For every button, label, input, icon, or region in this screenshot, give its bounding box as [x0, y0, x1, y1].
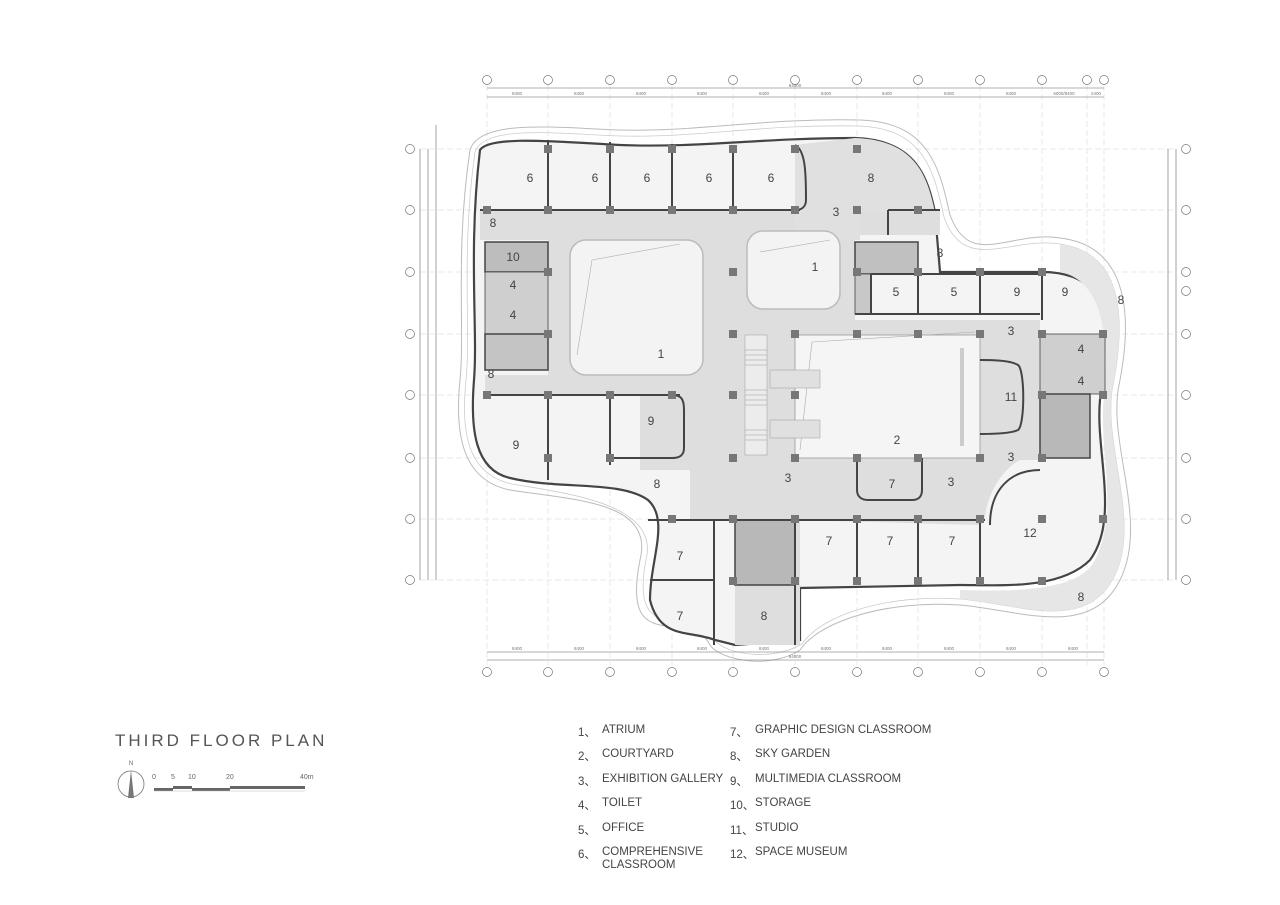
svg-text:7: 7 — [677, 549, 684, 563]
svg-text:8400: 8400 — [759, 646, 770, 651]
svg-text:8400: 8400 — [574, 91, 585, 96]
service-cores — [484, 241, 1106, 586]
legend-right-column: 7、GRAPHIC DESIGN CLASSROOM 8、SKY GARDEN … — [730, 724, 931, 870]
svg-text:4: 4 — [510, 308, 517, 322]
svg-text:8400: 8400 — [574, 646, 585, 651]
svg-text:9: 9 — [1014, 285, 1021, 299]
dimension-text: 8400 8400 8400 8400 8400 8400 8400 8400 … — [512, 83, 1102, 659]
scale-bar: 0 5 10 20 40m — [150, 774, 315, 794]
svg-text:6: 6 — [527, 171, 534, 185]
svg-text:4: 4 — [1078, 342, 1085, 356]
svg-text:8400: 8400 — [944, 646, 955, 651]
svg-text:8400: 8400 — [512, 646, 523, 651]
legend-item: 12、SPACE MUSEUM — [730, 845, 848, 861]
svg-text:3: 3 — [785, 471, 792, 485]
svg-text:1: 1 — [812, 260, 819, 274]
legend-item: 5、OFFICE — [578, 821, 645, 837]
svg-text:8: 8 — [937, 246, 944, 260]
legend-item: 4、TOILET — [578, 797, 643, 813]
legend-item: 11、STUDIO — [730, 821, 799, 837]
svg-text:84000: 84000 — [789, 654, 802, 659]
svg-text:6: 6 — [768, 171, 775, 185]
svg-text:8: 8 — [1078, 590, 1085, 604]
svg-text:8400: 8400 — [512, 91, 523, 96]
svg-text:12: 12 — [1023, 526, 1037, 540]
svg-text:8: 8 — [654, 477, 661, 491]
svg-text:6000/8400: 6000/8400 — [1053, 91, 1075, 96]
columns — [483, 145, 1107, 585]
svg-text:8400: 8400 — [1006, 91, 1017, 96]
svg-text:8: 8 — [868, 171, 875, 185]
room-labels: 6 6 6 6 6 8 3 8 10 4 4 8 1 1 8 5 5 9 9 8… — [488, 171, 1125, 623]
legend-item: 9、MULTIMEDIA CLASSROOM — [730, 772, 902, 788]
legend-item: 1、ATRIUM — [578, 724, 646, 739]
legend-item: 10、STORAGE — [730, 797, 812, 813]
drawing-title: THIRD FLOOR PLAN — [115, 731, 328, 750]
svg-text:10: 10 — [506, 250, 520, 264]
legend-item: 8、SKY GARDEN — [730, 748, 831, 764]
svg-text:8400: 8400 — [1006, 646, 1017, 651]
svg-text:8: 8 — [761, 609, 768, 623]
central-stair — [744, 334, 768, 456]
svg-text:3: 3 — [1008, 324, 1015, 338]
svg-text:7: 7 — [887, 534, 894, 548]
svg-text:3: 3 — [948, 475, 955, 489]
svg-text:4: 4 — [1078, 374, 1085, 388]
svg-text:9: 9 — [513, 438, 520, 452]
svg-text:4: 4 — [510, 278, 517, 292]
svg-text:8400: 8400 — [697, 646, 708, 651]
svg-text:8400: 8400 — [882, 91, 893, 96]
svg-text:5: 5 — [893, 285, 900, 299]
svg-text:8400: 8400 — [1068, 646, 1079, 651]
svg-text:3: 3 — [1008, 450, 1015, 464]
svg-text:11: 11 — [1005, 390, 1018, 404]
svg-text:6: 6 — [706, 171, 713, 185]
legend-item: 6、COMPREHENSIVE CLASSROOM — [578, 845, 703, 871]
svg-text:5: 5 — [951, 285, 958, 299]
svg-text:8: 8 — [490, 216, 497, 230]
svg-text:1: 1 — [658, 347, 665, 361]
svg-text:7: 7 — [949, 534, 956, 548]
svg-text:7: 7 — [826, 534, 833, 548]
svg-text:8400: 8400 — [821, 91, 832, 96]
svg-text:2400: 2400 — [1091, 91, 1102, 96]
svg-text:8400: 8400 — [636, 91, 647, 96]
legend-left-column: 1、ATRIUM 2、COURTYARD 3、EXHIBITION GALLER… — [578, 724, 724, 871]
legend-item: 7、GRAPHIC DESIGN CLASSROOM — [730, 724, 932, 739]
legend-item: 2、COURTYARD — [578, 748, 674, 764]
svg-text:8400: 8400 — [697, 91, 708, 96]
svg-text:N: N — [129, 761, 133, 767]
atriums — [569, 230, 841, 376]
svg-text:8: 8 — [1118, 293, 1125, 307]
svg-text:8400: 8400 — [882, 646, 893, 651]
svg-text:6: 6 — [592, 171, 599, 185]
north-arrow-icon: N — [117, 761, 145, 798]
svg-text:84000: 84000 — [789, 83, 802, 88]
svg-text:6: 6 — [644, 171, 651, 185]
svg-text:7: 7 — [677, 609, 684, 623]
legend-item: 3、EXHIBITION GALLERY — [578, 772, 724, 788]
svg-text:8400: 8400 — [759, 91, 770, 96]
axis-bubbles — [405, 75, 1191, 677]
svg-text:8400: 8400 — [636, 646, 647, 651]
svg-text:9: 9 — [648, 414, 655, 428]
svg-text:7: 7 — [889, 477, 896, 491]
svg-text:8400: 8400 — [821, 646, 832, 651]
dimension-lines — [419, 87, 1177, 661]
svg-text:2: 2 — [894, 433, 901, 447]
svg-text:9: 9 — [1062, 285, 1069, 299]
svg-text:3: 3 — [833, 205, 840, 219]
courtyard — [769, 331, 981, 459]
svg-text:8400: 8400 — [944, 91, 955, 96]
svg-text:8: 8 — [488, 367, 495, 381]
